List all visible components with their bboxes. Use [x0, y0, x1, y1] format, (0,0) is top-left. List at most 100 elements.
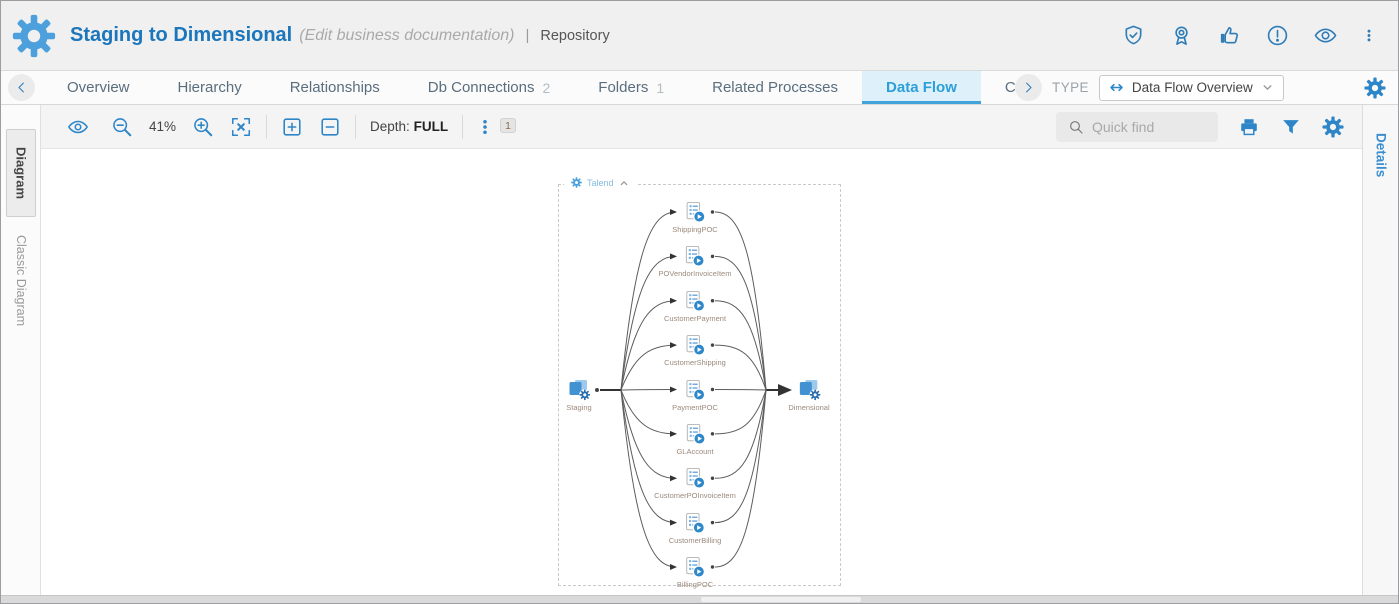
edges-svg	[595, 209, 792, 570]
tab-related-processes[interactable]: Related Processes	[688, 71, 862, 104]
page-subtitle[interactable]: (Edit business documentation)	[299, 26, 515, 44]
award-ribbon-icon[interactable]	[1170, 24, 1193, 47]
app-logo-gear-icon	[12, 14, 56, 57]
toolbar-divider	[266, 114, 268, 139]
job-icon	[686, 468, 706, 490]
warning-circle-icon[interactable]	[1266, 24, 1289, 47]
source-node[interactable]: Staging	[566, 378, 592, 412]
zoom-out-icon	[113, 117, 132, 136]
target-node[interactable]: Dimensional	[788, 378, 830, 412]
kebab-menu-icon[interactable]	[1362, 24, 1376, 47]
job-node[interactable]: GLAccount	[676, 423, 714, 456]
data-flow-arrows-icon	[1110, 83, 1123, 92]
toolbar-right	[1056, 111, 1362, 142]
horizontal-scrollbar[interactable]	[1, 595, 1398, 603]
job-label: CustomerBilling	[668, 535, 722, 545]
tab-scroll-left-button[interactable]	[8, 74, 35, 101]
chevron-right-icon	[1026, 82, 1032, 93]
page-title: Staging to Dimensional	[70, 24, 293, 46]
job-node[interactable]: POVendorInvoiceItem	[659, 245, 731, 278]
container-header[interactable]: Talend	[564, 177, 636, 188]
job-label: CustomerPOInvoiceItem	[654, 491, 736, 501]
right-rail: Details	[1362, 105, 1398, 595]
zoom-level: 41%	[149, 119, 177, 134]
diagram-toolbar: 41% Depth: FULL 1	[41, 105, 1362, 149]
job-label: PaymentPOC	[672, 402, 718, 412]
job-icon	[686, 512, 706, 534]
scrollbar-thumb[interactable]	[701, 597, 861, 602]
container-label: Talend	[587, 177, 614, 188]
quick-find-input[interactable]	[1092, 118, 1202, 135]
zoom-in-button[interactable]	[192, 116, 214, 138]
shield-check-icon[interactable]	[1122, 24, 1145, 47]
repository-label: Repository	[540, 27, 610, 44]
job-icon	[686, 335, 706, 356]
job-node[interactable]: CustomerPOInvoiceItem	[654, 467, 736, 500]
tab-label: Overview	[67, 79, 130, 96]
job-icon	[686, 379, 706, 401]
tab-data-flow[interactable]: Data Flow	[862, 71, 981, 104]
app-header: Staging to Dimensional (Edit business do…	[1, 1, 1398, 71]
fit-to-screen-icon	[232, 117, 251, 136]
fit-to-screen-button[interactable]	[230, 116, 252, 138]
filter-button[interactable]	[1280, 116, 1302, 138]
plus-square-icon	[283, 117, 301, 136]
print-icon	[1241, 118, 1257, 135]
zoom-out-button[interactable]	[111, 116, 133, 138]
tab-strip: Overview Hierarchy Relationships Db Connect…	[43, 71, 1029, 104]
job-node[interactable]: BillingPOC	[677, 556, 713, 589]
type-select-value: Data Flow Overview	[1131, 80, 1253, 95]
diagram-settings-button[interactable]	[1322, 115, 1344, 138]
rail-tab-classic-diagram[interactable]: Classic Diagram	[14, 234, 28, 326]
minus-square-icon	[321, 117, 339, 136]
tab-overview[interactable]: Overview	[43, 71, 154, 104]
search-icon	[1070, 120, 1083, 134]
depth-label: Depth:	[370, 119, 410, 134]
job-node[interactable]: PaymentPOC	[672, 379, 718, 412]
job-label: ShippingPOC	[672, 225, 718, 234]
print-button[interactable]	[1238, 116, 1260, 138]
job-node[interactable]: CustomerShipping	[664, 334, 726, 367]
filter-funnel-icon	[1283, 119, 1299, 134]
node-label: Staging	[566, 403, 592, 412]
chevron-up-icon[interactable]	[619, 178, 629, 188]
diagram-type-select[interactable]: Data Flow Overview	[1098, 74, 1284, 101]
tab-label: Relationships	[289, 79, 380, 96]
details-tab[interactable]: Details	[1373, 132, 1389, 178]
left-rail: Diagram Classic Diagram	[1, 105, 41, 595]
tab-scroll-right-button[interactable]	[1015, 74, 1043, 101]
talend-container[interactable]: Talend Staging Dimensional ShippingPOC P…	[558, 177, 841, 589]
diagram-canvas[interactable]: Talend Staging Dimensional ShippingPOC P…	[42, 150, 1361, 595]
tab-settings-button[interactable]	[1364, 76, 1386, 99]
visibility-toggle-button[interactable]	[67, 116, 89, 138]
job-node[interactable]: ShippingPOC	[672, 201, 718, 234]
tab-bar: Overview Hierarchy Relationships Db Connect…	[1, 71, 1398, 105]
quick-find	[1056, 111, 1218, 142]
steps-count-badge: 1	[500, 117, 516, 133]
expand-all-button[interactable]	[281, 116, 303, 138]
eye-icon[interactable]	[1314, 24, 1337, 47]
thumbs-up-icon[interactable]	[1218, 24, 1241, 47]
tab-label: Folders	[598, 79, 649, 96]
tab-hierarchy[interactable]: Hierarchy	[154, 71, 266, 104]
node-label: Dimensional	[788, 403, 830, 412]
toolbar-divider	[355, 114, 357, 139]
job-node[interactable]: CustomerPayment	[664, 290, 726, 323]
header-actions	[1122, 24, 1398, 47]
job-icon	[686, 201, 706, 223]
job-node[interactable]: CustomerBilling	[668, 512, 722, 545]
depth-setting[interactable]: Depth: FULL	[370, 119, 448, 134]
layout-steps-button[interactable]: 1	[479, 117, 516, 136]
collapse-all-button[interactable]	[319, 116, 341, 138]
tab-relationships[interactable]: Relationships	[266, 71, 404, 104]
toolbar-divider	[462, 114, 464, 139]
job-label: CustomerPayment	[663, 313, 727, 323]
tab-label: Data Flow	[886, 79, 957, 96]
job-label: BillingPOC	[676, 580, 714, 589]
type-label: TYPE	[1052, 80, 1089, 95]
title-separator: |	[525, 27, 530, 44]
rail-tab-diagram[interactable]: Diagram	[6, 129, 36, 217]
